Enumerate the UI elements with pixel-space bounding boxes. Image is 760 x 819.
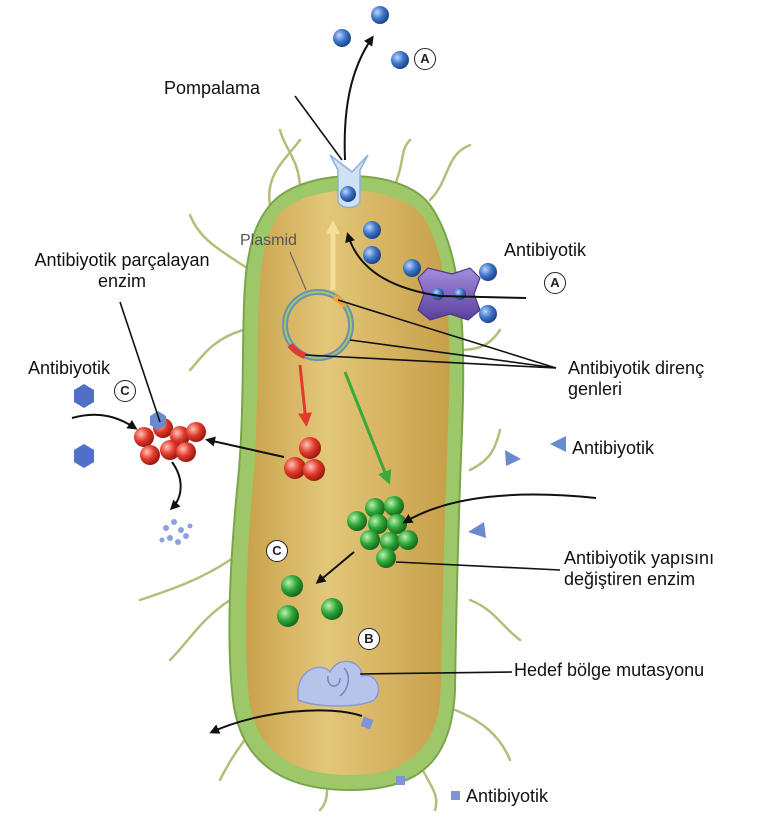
pumping-arrow xyxy=(345,38,372,160)
antibiotic-sphere xyxy=(391,51,409,69)
antibiotic-sphere xyxy=(479,263,497,281)
entry-arrow-c xyxy=(72,415,135,428)
antibiotic-sphere xyxy=(333,29,351,47)
marker-a-top: A xyxy=(414,48,436,70)
label-degrading-enzyme-line1: Antibiyotik parçalayan xyxy=(6,250,238,271)
marker-a-right: A xyxy=(544,272,566,294)
label-pumping: Pompalama xyxy=(164,78,260,99)
antibiotic-sphere xyxy=(363,221,381,239)
marker-c-left: C xyxy=(114,380,136,402)
pumping-leader xyxy=(295,96,342,160)
label-degrading-enzyme: Antibiyotik parçalayan enzim xyxy=(6,250,238,292)
degrade-arrow xyxy=(172,462,181,508)
degrading-enzyme-leader xyxy=(120,302,160,422)
label-resistance-genes-line2: genleri xyxy=(568,379,704,400)
antibiotic-sphere xyxy=(363,246,381,264)
label-antibiotic-left: Antibiyotik xyxy=(28,358,110,379)
antibiotic-sphere xyxy=(340,186,356,202)
antibiotic-sphere xyxy=(371,6,389,24)
triangle-antibiotic xyxy=(505,450,521,466)
triangle-antibiotic xyxy=(468,522,486,538)
label-modifying-enzyme-line1: Antibiyotik yapısını xyxy=(564,548,714,569)
marker-b: B xyxy=(358,628,380,650)
square-antibiotic xyxy=(451,791,460,800)
label-resistance-genes: Antibiyotik direnç genleri xyxy=(568,358,704,400)
triangle-antibiotic xyxy=(550,436,566,452)
label-plasmid: Plasmid xyxy=(240,232,297,250)
label-target-mutation: Hedef bölge mutasyonu xyxy=(514,660,704,681)
label-modifying-enzyme-line2: değiştiren enzim xyxy=(564,569,714,590)
label-resistance-genes-line1: Antibiyotik direnç xyxy=(568,358,704,379)
marker-c-inner: C xyxy=(266,540,288,562)
label-degrading-enzyme-line2: enzim xyxy=(6,271,238,292)
hexagon-antibiotic xyxy=(74,444,94,468)
label-antibiotic-bottom: Antibiyotik xyxy=(466,786,548,807)
square-antibiotic xyxy=(396,776,405,785)
label-antibiotic-mid-right: Antibiyotik xyxy=(572,438,654,459)
hexagon-antibiotic xyxy=(74,384,94,408)
label-modifying-enzyme: Antibiyotik yapısını değiştiren enzim xyxy=(564,548,714,590)
degrading-enzyme-outside xyxy=(134,411,206,465)
fragments xyxy=(160,519,193,545)
antibiotic-sphere xyxy=(403,259,421,277)
antibiotic-sphere xyxy=(479,305,497,323)
label-antibiotic-top-right: Antibiyotik xyxy=(504,240,586,261)
